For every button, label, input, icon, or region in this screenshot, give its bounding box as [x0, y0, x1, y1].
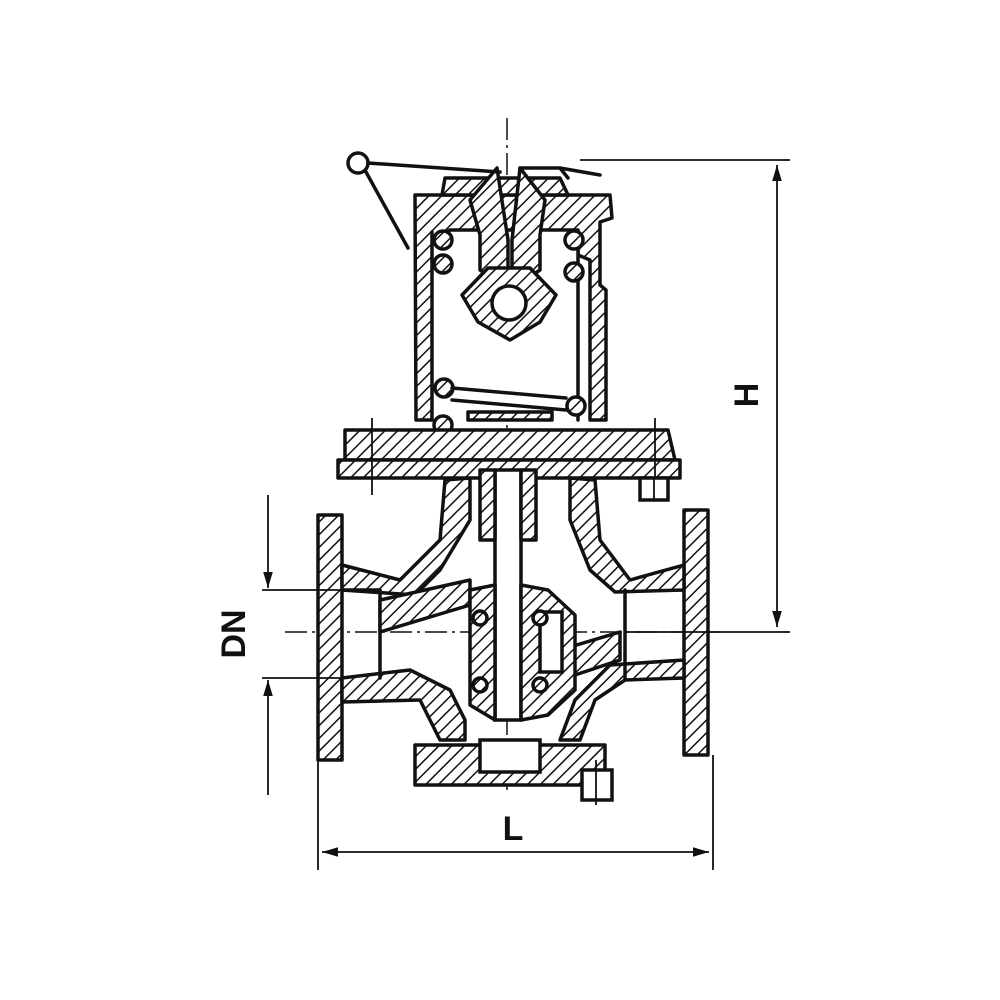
length-label: L [503, 810, 524, 848]
valve-stem [468, 468, 577, 722]
dimension-length: L [317, 755, 714, 870]
dimension-height: H [580, 159, 790, 633]
bonnet-flange [336, 418, 682, 502]
dimension-nominal-diameter: DN [215, 495, 342, 795]
nominal-diameter-label: DN [215, 609, 253, 658]
spring-housing [413, 166, 614, 436]
height-label: H [728, 383, 766, 408]
lever-handle [346, 151, 602, 250]
